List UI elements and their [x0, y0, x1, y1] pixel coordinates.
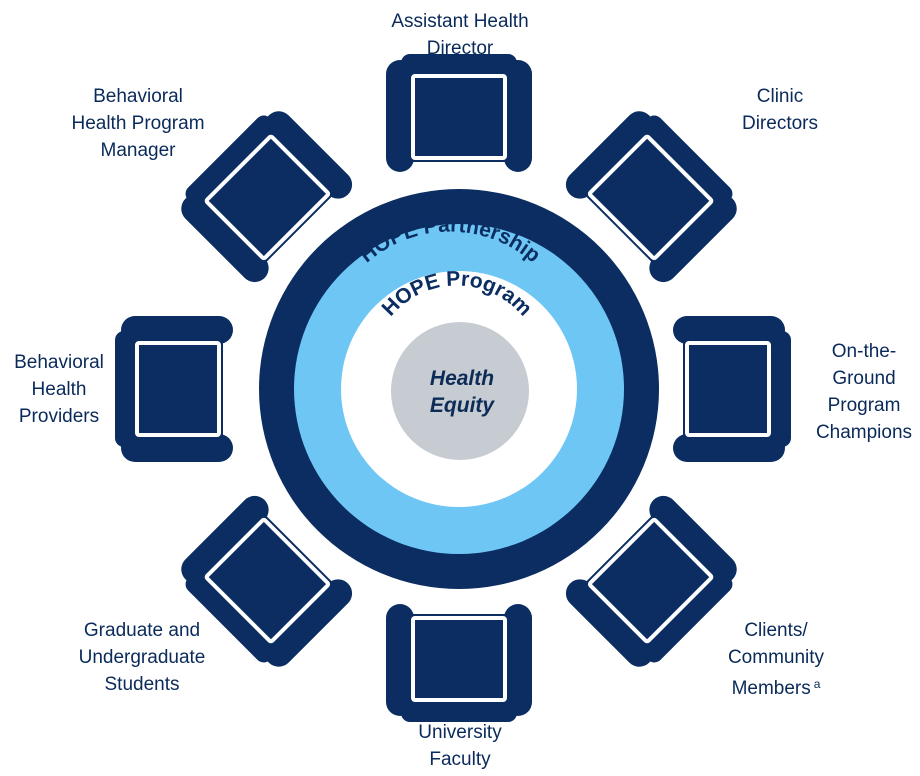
seat-label-university-faculty: University Faculty	[418, 722, 502, 770]
chair-right	[673, 316, 791, 462]
chair-top-left	[181, 111, 353, 283]
chairs-group	[115, 54, 791, 722]
health-equity-circle	[391, 322, 529, 460]
chair-bottom	[386, 604, 532, 722]
chair-left	[115, 316, 233, 462]
footnote-marker: a	[813, 677, 821, 691]
chair-bottom-right	[565, 495, 737, 667]
seat-label-behavioral-health-program-manager: Behavioral Health Program Manager	[71, 86, 205, 161]
chair-top	[386, 54, 532, 172]
seat-label-program-champions: On-the- Ground Program Champions	[815, 341, 913, 443]
seat-label-assistant-health-director: Assistant Health Director	[391, 11, 529, 59]
seat-label-clinic-directors: Clinic Directors	[741, 86, 818, 134]
seat-label-behavioral-health-providers: Behavioral Health Providers	[14, 352, 104, 427]
health-equity-label-line-2: Equity	[430, 394, 495, 417]
chair-bottom-left	[181, 495, 353, 667]
health-equity-label-line-1: Health	[430, 367, 494, 390]
seat-label-students: Graduate and Undergraduate Students	[78, 620, 206, 695]
chair-top-right	[565, 111, 737, 283]
